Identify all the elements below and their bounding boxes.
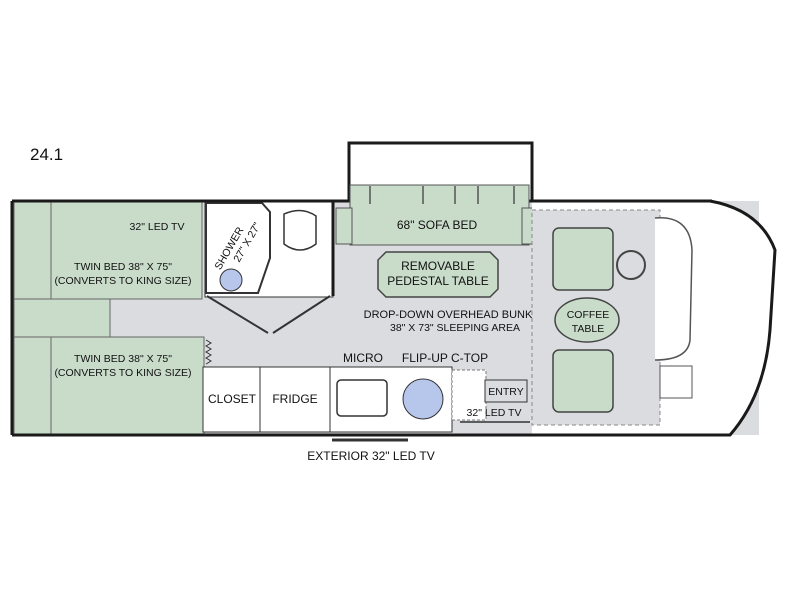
coffee-table [554,297,620,343]
fridge [259,366,331,433]
steering-wheel-icon [616,250,646,280]
bunk-label-line1: DROP-DOWN OVERHEAD BUNK [364,309,533,321]
stove-burner-icon [402,378,444,420]
entry-tv-label: 32" LED TV [467,407,522,419]
flip-up-label: FLIP-UP C-TOP [402,351,488,365]
bed-extension [13,298,111,338]
dashboard [654,217,693,361]
entry-step [484,379,528,403]
pedestal-table [377,251,499,298]
bedroom-tv-label: 32" LED TV [130,221,185,233]
sofa-bed-label: 68" SOFA BED [397,218,478,232]
coffee-table-label-line2: TABLE [572,323,604,335]
sofa-arm-left [335,207,353,245]
sink-basin-icon [219,268,243,292]
bath-door-right [272,295,331,334]
bed-zigzag-icon [205,339,212,365]
twin-bed-bottom-note: (CONVERTS TO KING SIZE) [54,367,191,379]
cab-console [659,365,693,399]
bath-door-left [206,295,269,334]
closet [202,366,261,433]
twin-bed-top-note: (CONVERTS TO KING SIZE) [54,275,191,287]
sofa-bed [349,184,530,246]
coffee-table-label-line1: COFFEE [567,309,610,321]
sink-icon [336,379,388,417]
model-number: 24.1 [30,145,64,164]
bunk-label-line2: 38" X 73" SLEEPING AREA [390,322,520,334]
bed-headboard-bottom [13,336,52,436]
bed-headboard-top [13,200,52,300]
table-label-line1: REMOVABLE [401,259,475,273]
table-label-line2: PEDESTAL TABLE [387,274,489,288]
closet-label: CLOSET [208,392,257,406]
fridge-label: FRIDGE [272,392,317,406]
toilet-icon [283,209,317,251]
shower-stall [205,202,271,294]
micro-label: MICRO [343,351,383,365]
flip-up-counter [451,369,487,421]
entry-label: ENTRY [488,386,523,398]
twin-bed-bottom-label: TWIN BED 38" X 75" [74,353,172,365]
exterior-tv-label: EXTERIOR 32" LED TV [307,449,435,463]
driver-seat [552,227,614,291]
passenger-seat [552,349,614,413]
twin-bed-top-label: TWIN BED 38" X 75" [74,261,172,273]
